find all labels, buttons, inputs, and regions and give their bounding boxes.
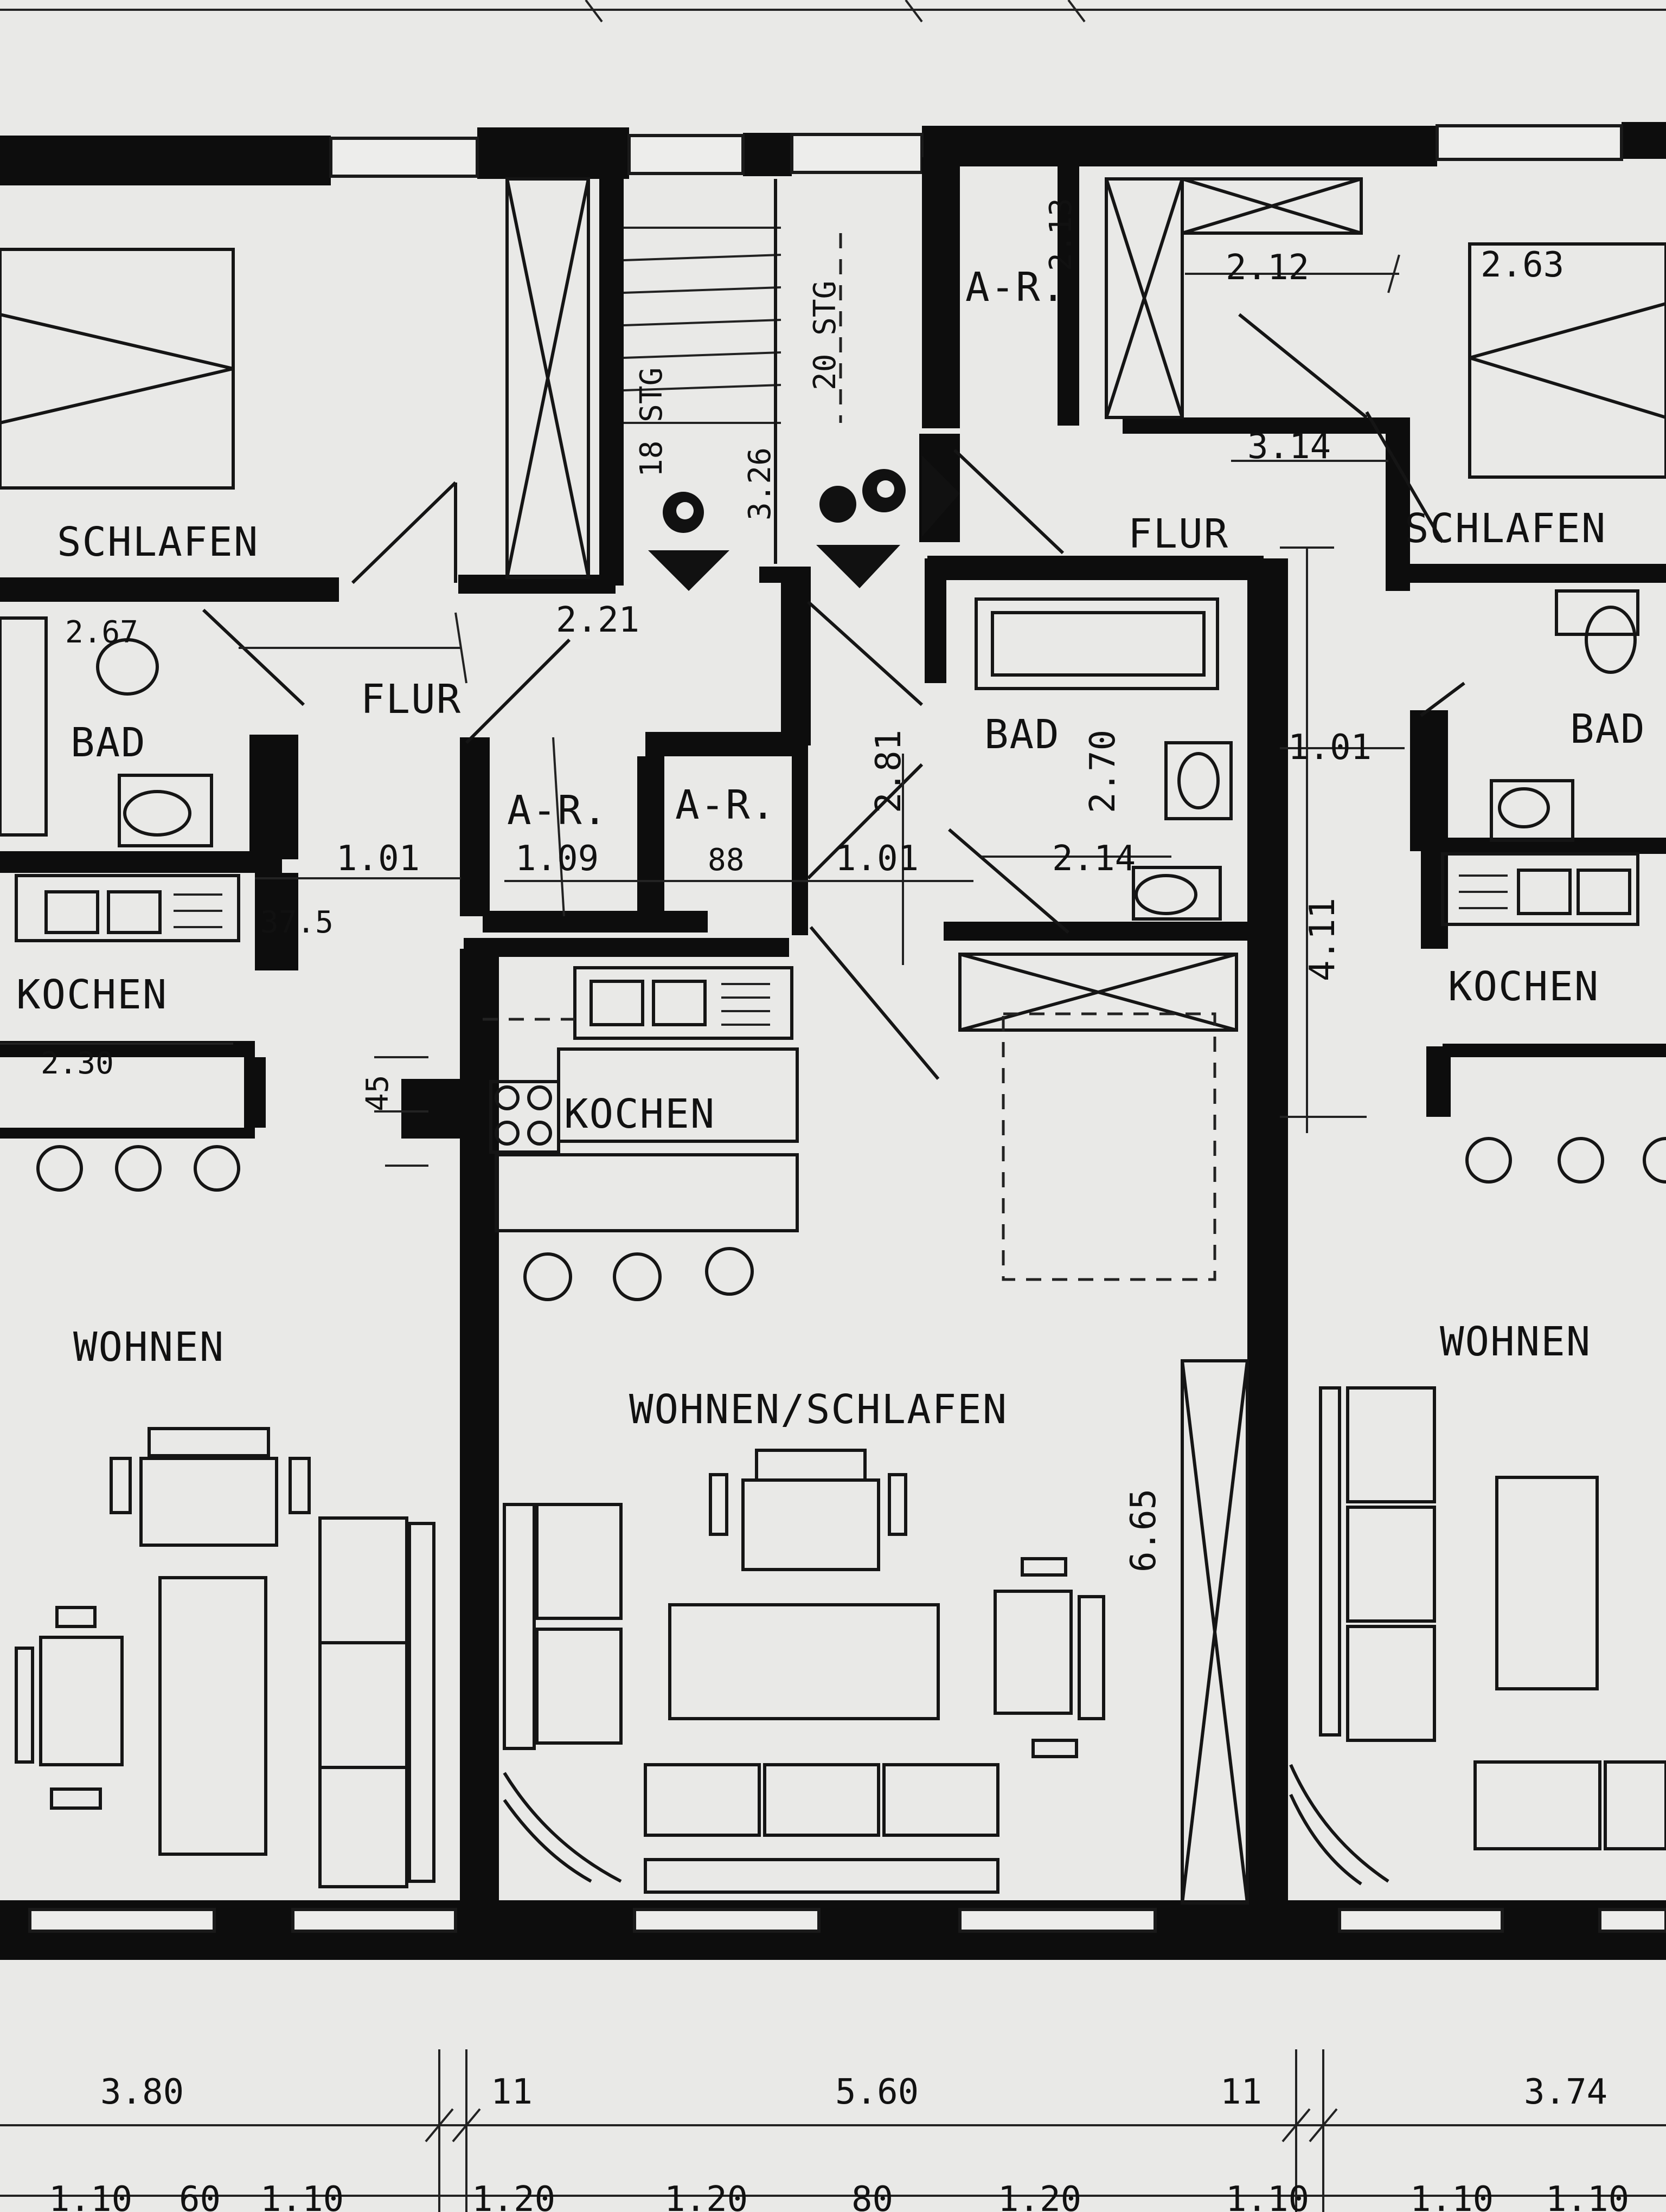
living-furniture <box>15 1386 1666 1894</box>
bathroom-fixtures <box>0 589 1639 921</box>
bottom-row-dim: 1.10 <box>49 2179 132 2212</box>
room-label-schlafen-left: SCHLAFEN <box>57 519 259 565</box>
dim-1-09: 1.09 <box>515 839 599 879</box>
dim-1-01-right: 1.01 <box>1288 728 1372 768</box>
dim-2-21: 2.21 <box>556 600 639 640</box>
bottom-row-dim: 1.10 <box>1226 2179 1309 2212</box>
bottom-row-dim: 1.10 <box>1546 2179 1629 2212</box>
bottom-row-dim: 1.20 <box>664 2179 748 2212</box>
stair-label-18: 18 STG <box>634 368 669 477</box>
dim-3-80: 3.80 <box>100 2072 184 2112</box>
right-unit-walls <box>1410 710 1666 1117</box>
dim-2-81: 2.81 <box>869 730 909 813</box>
bottom-row-dims: 1.10 60 1.10 1.20 1.20 80 1.20 1.10 1.10 1.10 <box>49 2179 1629 2212</box>
room-label-bad-left: BAD <box>71 719 146 766</box>
dim-11-right: 11 <box>1220 2072 1262 2112</box>
dimension-lines <box>0 254 1666 2212</box>
room-label-bad-center: BAD <box>984 711 1060 758</box>
room-label-flur-left: FLUR <box>361 676 462 723</box>
stairwell-walls <box>458 157 1666 594</box>
top-exterior-wall <box>0 122 1666 185</box>
dim-2-63: 2.63 <box>1481 245 1564 285</box>
dim-45: 45 <box>360 1075 395 1111</box>
dim-2-70: 2.70 <box>1083 730 1123 813</box>
dim-2-67: 2.67 <box>65 615 138 650</box>
dim-5-60: 5.60 <box>835 2072 919 2112</box>
dim-2-13: 2.13 <box>1043 198 1079 271</box>
dim-4-11: 4.11 <box>1303 898 1343 981</box>
bottom-row-dim: 1.10 <box>1410 2179 1494 2212</box>
bottom-row-dim: 60 <box>179 2179 221 2212</box>
left-unit-walls <box>0 577 464 1139</box>
dim-6-65: 6.65 <box>1124 1489 1164 1572</box>
bottom-row-dim: 1.20 <box>472 2179 555 2212</box>
kitchen-fixtures <box>15 852 1666 1301</box>
room-label-schlafen-right: SCHLAFEN <box>1405 505 1606 552</box>
room-label-wohnen-schlafen: WOHNEN/SCHLAFEN <box>629 1386 1008 1433</box>
room-label-kochen-center: KOCHEN <box>564 1091 715 1137</box>
dim-37-5: 37.5 <box>260 905 334 940</box>
room-label-bad-right: BAD <box>1570 706 1646 753</box>
stair-label-20: 20 STG <box>808 281 843 390</box>
dim-1-01-left: 1.01 <box>336 839 420 879</box>
dim-11-left: 11 <box>491 2072 533 2112</box>
room-label-ar-top: A-R. <box>965 264 1066 311</box>
bottom-row-dim: 1.10 <box>260 2179 344 2212</box>
dim-2-12: 2.12 <box>1226 248 1309 288</box>
dim-2-14: 2.14 <box>1052 839 1136 879</box>
room-label-wohnen-right: WOHNEN <box>1440 1319 1591 1365</box>
dim-88: 88 <box>708 843 744 878</box>
dim-3-14: 3.14 <box>1247 427 1331 467</box>
bottom-row-dim: 1.20 <box>998 2179 1081 2212</box>
room-label-ar-center2: A-R. <box>675 782 776 828</box>
wardrobes <box>505 177 1363 1905</box>
bottom-row-dim: 80 <box>851 2179 893 2212</box>
beds <box>0 242 1666 1281</box>
room-label-flur-center: FLUR <box>1128 511 1229 557</box>
top-dimension-line <box>0 0 1666 23</box>
dimension-labels: 2.21 2.67 1.01 1.01 1.01 1.09 88 2.81 2.… <box>41 198 1607 2112</box>
central-unit-walls <box>460 556 1288 1946</box>
dim-3-74: 3.74 <box>1524 2072 1607 2112</box>
dim-3-26: 3.26 <box>742 447 778 520</box>
room-label-wohnen-left: WOHNEN <box>73 1324 225 1371</box>
dim-1-01-mid: 1.01 <box>835 839 919 879</box>
stair-labels: 18 STG 20 STG <box>634 281 843 477</box>
stairs <box>623 179 960 591</box>
room-label-kochen-right: KOCHEN <box>1448 963 1599 1010</box>
dim-2-30: 2.30 <box>41 1046 114 1081</box>
room-label-kochen-left: KOCHEN <box>16 972 168 1018</box>
room-label-ar-center: A-R. <box>507 787 608 834</box>
bottom-exterior-wall <box>0 1900 1666 1960</box>
room-labels: SCHLAFEN SCHLAFEN FLUR FLUR BAD BAD BAD … <box>16 264 1646 1433</box>
